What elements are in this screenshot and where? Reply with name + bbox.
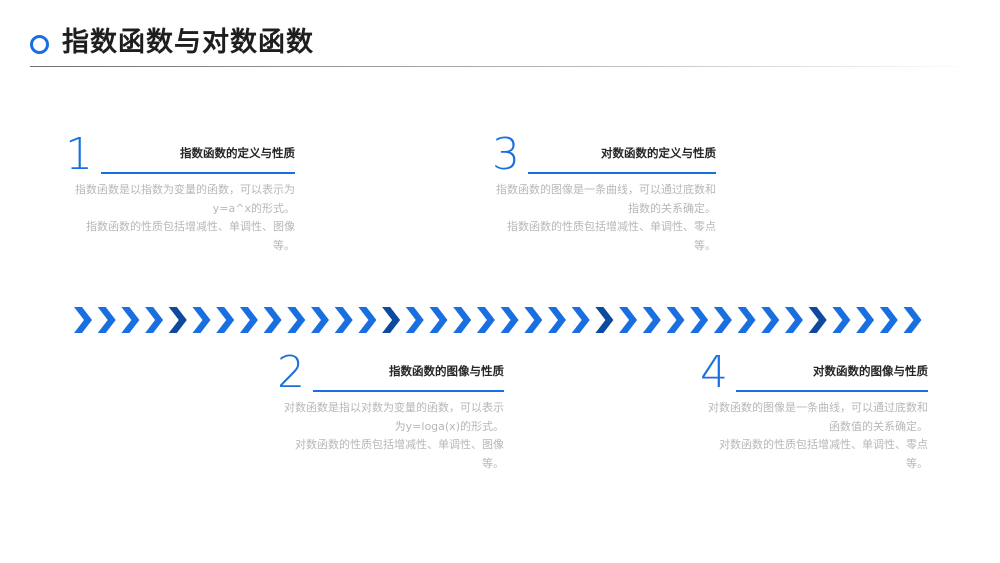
- section-number: 1: [65, 129, 93, 180]
- section-underline: [528, 172, 716, 174]
- chevron-icon: [524, 307, 543, 333]
- timeline-chevrons: [74, 305, 934, 335]
- section-number: 2: [277, 347, 305, 398]
- section-number: 3: [492, 129, 520, 180]
- section-paragraph: 指数函数的图像是一条曲线，可以通过底数和指数的关系确定。: [496, 183, 716, 215]
- section-underline: [101, 172, 295, 174]
- section-paragraph: 指数函数的性质包括增减性、单调性、图像等。: [86, 220, 295, 252]
- chevron-icon: [856, 307, 875, 333]
- chevron-icon: [334, 307, 353, 333]
- chevron-icon: [713, 307, 732, 333]
- chevron-icon: [619, 307, 638, 333]
- chevron-icon: [405, 307, 424, 333]
- chevron-icon: [311, 307, 329, 333]
- section-heading: 指数函数的图像与性质: [389, 364, 504, 378]
- chevron-icon: [832, 307, 851, 333]
- chevron-icon: [287, 307, 306, 333]
- page-title: 指数函数与对数函数: [62, 27, 314, 58]
- chevron-marker-icon: [808, 307, 827, 333]
- section-body: 对数函数的图像是一条曲线，可以通过底数和函数值的关系确定。 对数函数的性质包括增…: [700, 399, 928, 473]
- chevron-icon: [74, 307, 92, 333]
- chevron-icon: [239, 307, 258, 333]
- section-body: 对数函数是指以对数为变量的函数，可以表示为y=loga(x)的形式。 对数函数的…: [277, 399, 504, 473]
- chevron-icon: [879, 307, 898, 333]
- chevron-icon: [761, 307, 780, 333]
- section-heading: 对数函数的定义与性质: [601, 146, 716, 160]
- section-number: 4: [700, 347, 728, 398]
- section-paragraph: 对数函数是指以对数为变量的函数，可以表示为y=loga(x)的形式。: [284, 401, 504, 433]
- chevron-icon: [500, 307, 519, 333]
- chevron-marker-icon: [168, 307, 187, 333]
- chevron-icon: [666, 307, 685, 333]
- chevron-icon: [429, 307, 448, 333]
- section-3: 3 对数函数的定义与性质 指数函数的图像是一条曲线，可以通过底数和指数的关系确定…: [492, 131, 716, 271]
- chevron-marker-icon: [382, 307, 401, 333]
- section-heading: 指数函数的定义与性质: [180, 146, 295, 160]
- chevron-icon: [263, 307, 282, 333]
- section-paragraph: 对数函数的性质包括增减性、单调性、图像等。: [295, 438, 504, 470]
- section-body: 指数函数的图像是一条曲线，可以通过底数和指数的关系确定。 指数函数的性质包括增减…: [492, 181, 716, 255]
- title-divider: [30, 66, 980, 67]
- chevron-icon: [785, 307, 803, 333]
- chevron-icon: [216, 307, 235, 333]
- chevron-icon: [121, 307, 140, 333]
- section-1: 1 指数函数的定义与性质 指数函数是以指数为变量的函数，可以表示为y=a^x的形…: [65, 131, 295, 271]
- chevron-icon: [145, 307, 164, 333]
- section-paragraph: 对数函数的图像是一条曲线，可以通过底数和函数值的关系确定。: [708, 401, 928, 433]
- section-underline: [736, 390, 928, 392]
- chevron-icon: [476, 307, 495, 333]
- chevron-icon: [453, 307, 472, 333]
- section-paragraph: 指数函数的性质包括增减性、单调性、零点等。: [507, 220, 716, 252]
- chevron-icon: [97, 307, 116, 333]
- section-body: 指数函数是以指数为变量的函数，可以表示为y=a^x的形式。 指数函数的性质包括增…: [65, 181, 295, 255]
- section-paragraph: 对数函数的性质包括增减性、单调性、零点等。: [719, 438, 928, 470]
- chevron-icon: [192, 307, 211, 333]
- chevron-marker-icon: [595, 307, 614, 333]
- chevron-icon: [548, 307, 566, 333]
- chevron-icon: [690, 307, 709, 333]
- section-underline: [313, 390, 504, 392]
- chevron-icon: [358, 307, 377, 333]
- chevron-icon: [571, 307, 590, 333]
- section-heading: 对数函数的图像与性质: [813, 364, 928, 378]
- chevron-icon: [642, 307, 661, 333]
- chevron-icon: [737, 307, 756, 333]
- section-paragraph: 指数函数是以指数为变量的函数，可以表示为y=a^x的形式。: [75, 183, 295, 215]
- title-bullet-icon: [30, 35, 49, 54]
- section-2: 2 指数函数的图像与性质 对数函数是指以对数为变量的函数，可以表示为y=loga…: [277, 349, 504, 489]
- chevron-icon: [903, 307, 922, 333]
- section-4: 4 对数函数的图像与性质 对数函数的图像是一条曲线，可以通过底数和函数值的关系确…: [700, 349, 928, 489]
- chevron-strip: [74, 307, 922, 333]
